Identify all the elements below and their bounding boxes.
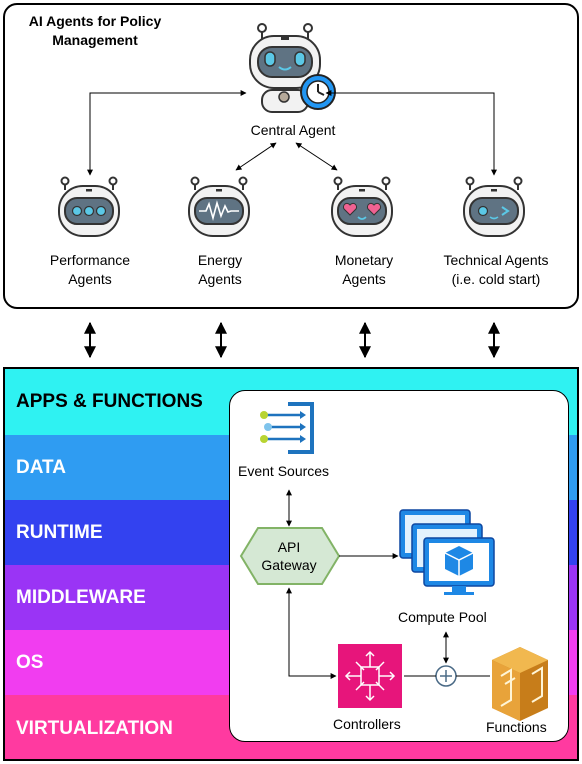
central-agent-robot-icon xyxy=(249,23,336,113)
controllers-icon xyxy=(338,644,402,708)
energy-agent-robot-icon xyxy=(188,176,250,237)
compute-pool-label: Compute Pool xyxy=(398,609,487,625)
functions-icon xyxy=(492,647,548,721)
event-sources-icon xyxy=(260,402,314,454)
architecture-connectors xyxy=(286,489,490,679)
central-agent-label: Central Agent xyxy=(250,122,336,138)
functions-label: Functions xyxy=(486,719,547,735)
event-sources-label: Event Sources xyxy=(238,463,330,479)
panel-title: AI Agents for Policy Management xyxy=(20,12,170,50)
performance-agent-label: Performance Agents xyxy=(49,252,131,287)
layer-label: DATA xyxy=(16,457,66,478)
energy-agent-label: Energy Agents xyxy=(197,252,243,287)
layer-label: OS xyxy=(16,652,44,673)
agent-connectors xyxy=(87,90,497,176)
layer-label: APPS & FUNCTIONS xyxy=(16,391,203,412)
api-gateway-hexagon xyxy=(239,527,341,585)
layer-label: VIRTUALIZATION xyxy=(16,718,173,739)
api-gateway-label: API Gateway xyxy=(261,539,317,573)
technical-agent-robot-icon xyxy=(463,176,525,237)
monetary-agent-label: Monetary Agents xyxy=(334,252,394,287)
layer-label: MIDDLEWARE xyxy=(16,587,146,608)
technical-agent-label: Technical Agents (i.e. cold start) xyxy=(443,252,549,287)
compute-pool-icon xyxy=(399,509,495,595)
layer-link-arrows xyxy=(84,321,500,359)
layer-label: RUNTIME xyxy=(16,522,103,543)
controllers-label: Controllers xyxy=(333,716,401,732)
performance-agent-robot-icon xyxy=(58,176,120,237)
panel-title-text: AI Agents for Policy Management xyxy=(28,13,162,48)
monetary-agent-robot-icon xyxy=(331,176,393,237)
